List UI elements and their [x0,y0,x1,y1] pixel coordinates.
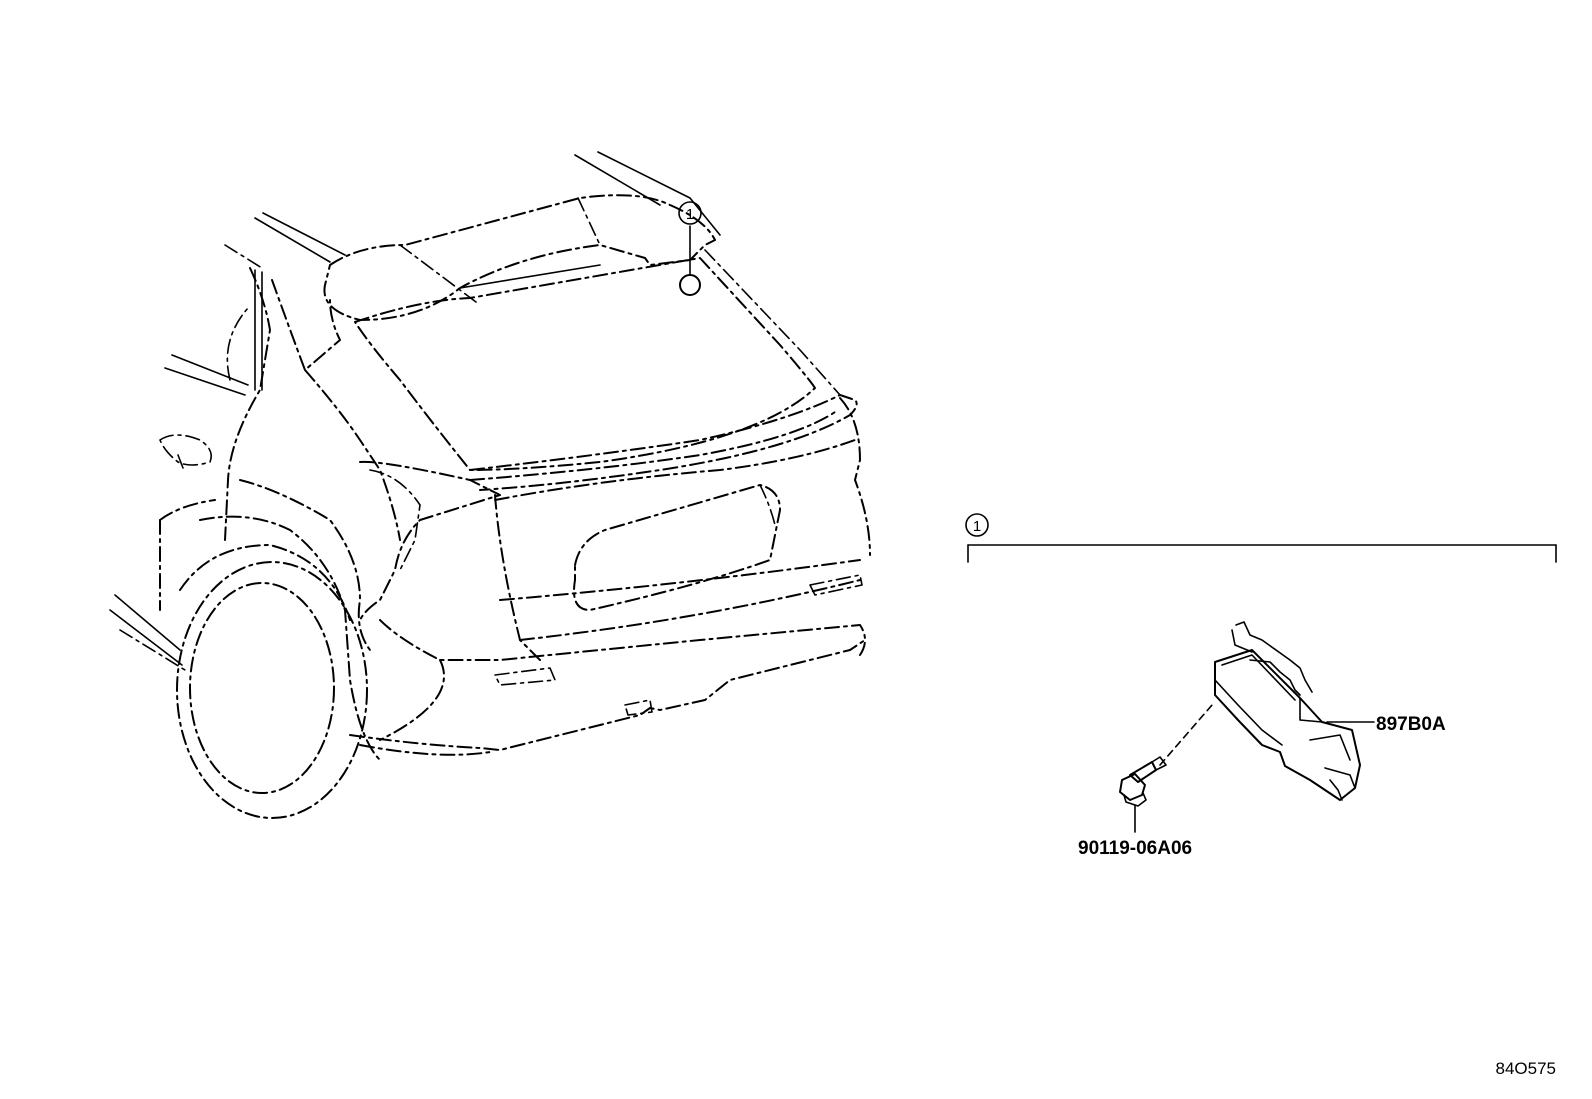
group-bracket: 1 [965,513,1557,563]
vehicle-rear-illustration [109,151,871,819]
installation-guide-line [1159,704,1213,766]
part-number-bolt: 90119-06A06 [1078,838,1192,859]
camera-module-part [1214,621,1375,801]
bolt-part [1119,756,1167,833]
part-number-module: 897B0A [1376,714,1446,735]
group-callout-number: 1 [973,518,981,535]
figure-code: 84O575 [1496,1059,1557,1078]
callout-ref-number: 1 [686,206,694,223]
camera-location-marker [679,274,701,296]
callout-ref-1: 1 [678,201,702,225]
